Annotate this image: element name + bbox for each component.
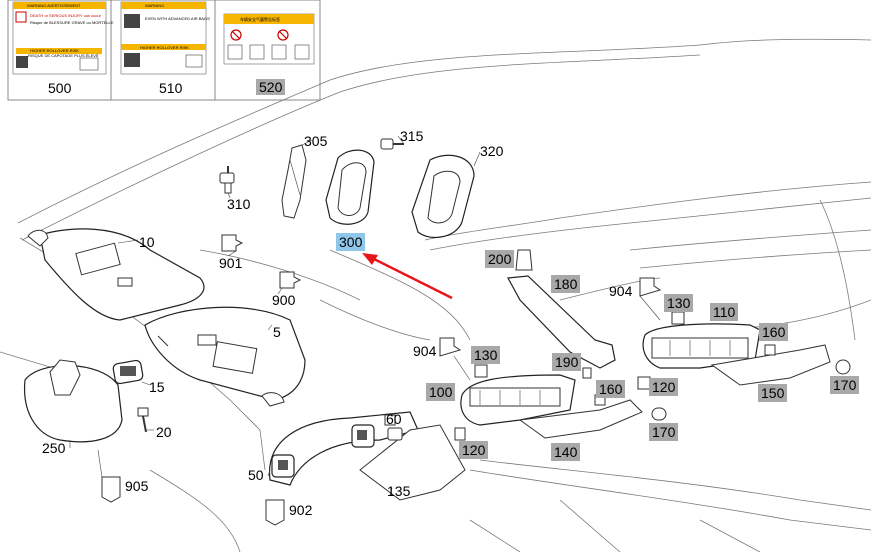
label-510-line1: EVEN WITH ADVANCED AIR BAGS	[145, 16, 210, 21]
callout-904-right[interactable]: 904	[609, 283, 633, 299]
label-510-heading: WARNING	[145, 3, 165, 8]
callout-5[interactable]: 5	[273, 324, 281, 340]
part-250-mirror	[23, 359, 123, 443]
part-315-screw	[380, 138, 404, 150]
part-fasteners	[454, 311, 851, 441]
callout-170-right[interactable]: 170	[830, 376, 860, 394]
connector-icons	[101, 234, 662, 526]
callout-130-left[interactable]: 130	[471, 346, 501, 364]
label-code-500: 500	[48, 80, 72, 96]
callout-120-right[interactable]: 120	[649, 378, 679, 396]
part-200-cap	[515, 249, 533, 271]
callout-150[interactable]: 150	[758, 384, 788, 402]
callout-15[interactable]: 15	[149, 379, 165, 395]
callout-135[interactable]: 135	[387, 483, 411, 499]
callout-180[interactable]: 180	[551, 275, 581, 293]
part-180-strip	[507, 275, 616, 369]
part-20-screw	[137, 407, 149, 433]
roof-outline	[0, 38, 871, 553]
label-510-footer: HIGHER ROLLOVER RISK	[140, 45, 189, 50]
callout-315[interactable]: 315	[400, 128, 424, 144]
callout-900[interactable]: 900	[272, 292, 296, 308]
callout-250[interactable]: 250	[42, 440, 66, 456]
callout-140[interactable]: 140	[551, 443, 581, 461]
part-305-bracket	[281, 144, 307, 219]
callout-120-left[interactable]: 120	[459, 441, 489, 459]
callout-160-right[interactable]: 160	[759, 323, 789, 341]
callout-904-left[interactable]: 904	[413, 343, 437, 359]
part-100-console	[460, 374, 576, 426]
label-500-footer-fr: RISQUE DE CAPOTAGE PLUS ÉLEVÉ	[28, 53, 99, 58]
part-135-trim	[359, 424, 466, 501]
callout-310[interactable]: 310	[227, 196, 251, 212]
label-500-heading: WARNING AVERTISSEMENT	[27, 3, 81, 8]
labels-panel	[7, 0, 321, 101]
callout-905[interactable]: 905	[125, 478, 149, 494]
callout-320[interactable]: 320	[480, 143, 504, 159]
part-300-airbag	[325, 149, 375, 225]
callout-901[interactable]: 901	[219, 255, 243, 271]
label-code-510: 510	[159, 80, 183, 96]
part-5-sunvisor	[144, 306, 306, 407]
callout-110[interactable]: 110	[710, 303, 739, 321]
callout-305[interactable]: 305	[304, 133, 328, 149]
callout-160-left[interactable]: 160	[596, 380, 626, 398]
part-15-clip	[112, 359, 144, 385]
part-150-trim	[710, 344, 831, 386]
callout-300[interactable]: 300	[336, 233, 366, 251]
callout-100[interactable]: 100	[426, 383, 456, 401]
part-50-handle	[268, 411, 419, 486]
part-110-console	[642, 323, 761, 369]
leader-lines	[69, 135, 661, 496]
callout-10[interactable]: 10	[139, 234, 155, 250]
part-140-trim	[518, 399, 643, 439]
callout-190[interactable]: 190	[552, 353, 582, 371]
callout-50[interactable]: 50	[248, 467, 264, 483]
callout-60[interactable]: 60	[386, 411, 402, 427]
label-500-line2: Risque de BLESSURE GRAVE ou MORTELLE	[30, 20, 114, 25]
callout-170-left[interactable]: 170	[649, 423, 679, 441]
callout-130-right[interactable]: 130	[664, 294, 694, 312]
part-60-screw	[387, 427, 403, 441]
part-10-sunvisor	[27, 228, 205, 321]
part-320-cover	[411, 154, 475, 239]
callout-200[interactable]: 200	[485, 250, 515, 268]
label-520-line1: 车辆安全气囊警告标签	[240, 17, 280, 22]
callout-20[interactable]: 20	[156, 424, 172, 440]
label-500-footer-en: HIGHER ROLLOVER RISK	[30, 48, 79, 53]
highlight-arrow	[362, 253, 453, 300]
part-310-bolt	[219, 166, 235, 194]
label-code-520: 520	[256, 79, 286, 95]
callout-902[interactable]: 902	[289, 502, 313, 518]
label-500-line1: DEATH or SERIOUS INJURY can occur	[30, 13, 101, 18]
